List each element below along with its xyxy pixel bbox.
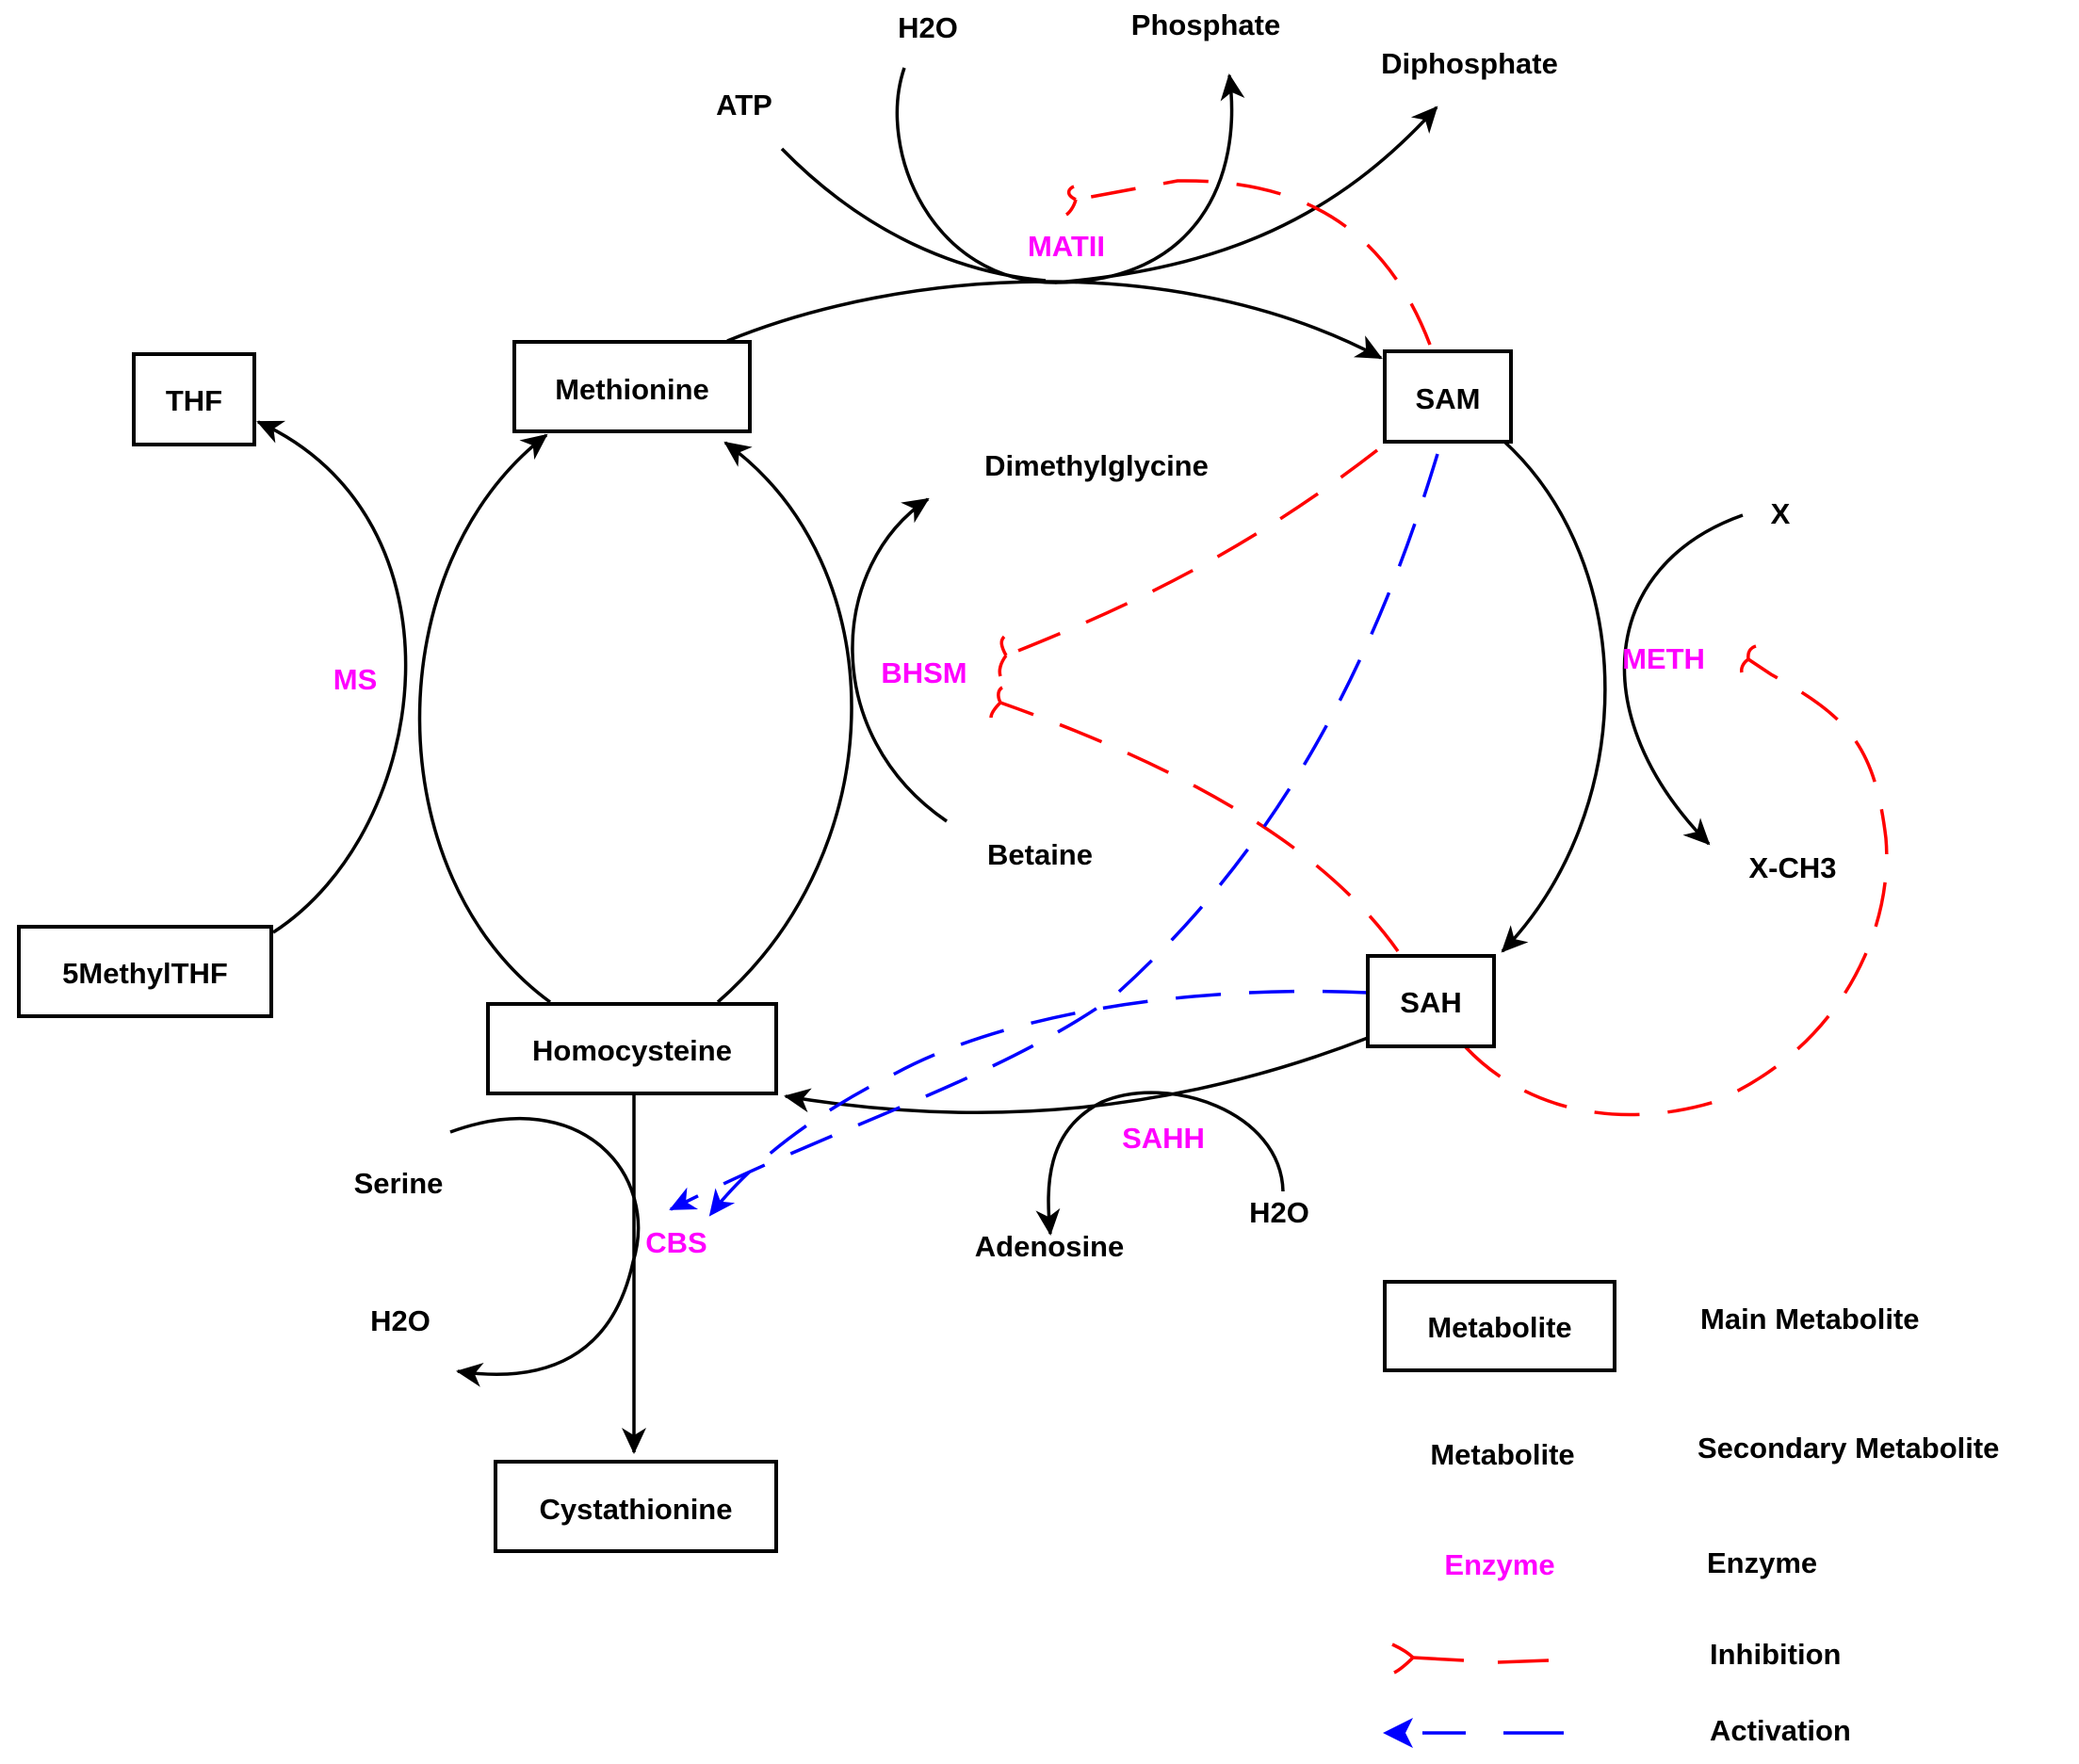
legend: Metabolite Main Metabolite Metabolite Se… xyxy=(1383,1280,1999,1748)
sam-label: SAM xyxy=(1416,382,1481,415)
inhibition-sah-to-meth xyxy=(1464,657,1889,1117)
enzyme-ms: MS xyxy=(333,663,378,696)
inhibition-tbar-bhsm-bottom xyxy=(989,686,1003,719)
enzyme-sahh: SAHH xyxy=(1122,1122,1205,1155)
legend-secondary-desc: Secondary Metabolite xyxy=(1697,1432,1999,1465)
legend-enzyme-sample: Enzyme xyxy=(1444,1548,1554,1581)
node-methylthf[interactable]: 5MethylTHF xyxy=(17,925,273,1018)
node-sah[interactable]: SAH xyxy=(1366,954,1496,1048)
legend-main-desc: Main Metabolite xyxy=(1700,1303,1920,1335)
homocysteine-label: Homocysteine xyxy=(532,1034,732,1067)
node-homocysteine[interactable]: Homocysteine xyxy=(486,1002,778,1095)
inhibition-tbar-bhsm-top xyxy=(998,635,1008,677)
activation-sah-to-cbs xyxy=(708,989,1369,1217)
reaction-to-diphosphate xyxy=(1054,105,1438,284)
reaction-atp-input xyxy=(780,147,1047,283)
adenosine-label: Adenosine xyxy=(975,1230,1124,1263)
reaction-methionine-to-sam xyxy=(726,280,1383,360)
node-sam[interactable]: SAM xyxy=(1383,349,1513,444)
diphosphate-label: Diphosphate xyxy=(1381,47,1558,80)
phosphate-label: Phosphate xyxy=(1131,8,1280,41)
enzyme-meth: METH xyxy=(1622,642,1705,675)
legend-main-sample: Metabolite xyxy=(1427,1311,1571,1344)
legend-activation-arrowhead xyxy=(1383,1718,1413,1748)
reaction-sah-to-homocysteine xyxy=(784,1036,1369,1115)
legend-inhibition-desc: Inhibition xyxy=(1710,1638,1841,1671)
node-thf[interactable]: THF xyxy=(132,352,256,446)
activation-sam-to-cbs xyxy=(669,453,1439,1211)
betaine-label: Betaine xyxy=(987,838,1093,871)
methionine-label: Methionine xyxy=(555,373,709,406)
inhibition-sah-to-bhsm xyxy=(999,701,1400,953)
x-label: X xyxy=(1771,497,1791,530)
methylthf-label: 5MethylTHF xyxy=(62,957,228,990)
legend-enzyme-desc: Enzyme xyxy=(1707,1546,1817,1579)
reaction-homocysteine-to-methionine-ms xyxy=(417,433,552,1004)
node-cystathionine[interactable]: Cystathionine xyxy=(494,1460,778,1553)
reaction-x-to-xch3 xyxy=(1622,513,1744,846)
inhibition-tbar-matii xyxy=(1064,185,1078,217)
dimethylglycine-label: Dimethylglycine xyxy=(984,449,1209,482)
h2o-top-label: H2O xyxy=(898,11,958,44)
cystathionine-label: Cystathionine xyxy=(540,1493,733,1526)
enzyme-cbs: CBS xyxy=(645,1226,707,1259)
legend-activation-desc: Activation xyxy=(1710,1714,1851,1747)
reaction-methylthf-to-thf xyxy=(256,420,408,934)
reaction-homocysteine-to-methionine-bhsm xyxy=(716,441,853,1004)
atp-label: ATP xyxy=(716,89,772,121)
x-ch3-label: X-CH3 xyxy=(1748,851,1836,884)
legend-inhibition-tbar xyxy=(1391,1643,1415,1675)
enzyme-bhsm: BHSM xyxy=(881,656,966,689)
enzyme-matii: MATII xyxy=(1028,230,1105,263)
thf-label: THF xyxy=(166,384,222,417)
reaction-sam-to-sah xyxy=(1501,439,1607,953)
legend-inhibition-line xyxy=(1412,1656,1550,1664)
serine-label: Serine xyxy=(354,1167,444,1200)
legend-main-sample-box xyxy=(1383,1280,1616,1372)
inhibition-sam-to-matii xyxy=(1075,179,1432,346)
legend-secondary-sample: Metabolite xyxy=(1430,1438,1574,1471)
inhibition-tbar-meth xyxy=(1740,644,1757,673)
reaction-betaine-to-dimethylglycine xyxy=(851,497,948,823)
reaction-h2o-to-adenosine xyxy=(1035,1091,1285,1236)
reaction-serine-to-h2o xyxy=(449,1116,641,1387)
h2o-left-label: H2O xyxy=(370,1304,430,1337)
sah-label: SAH xyxy=(1400,986,1461,1019)
h2o-bottom-label: H2O xyxy=(1249,1196,1309,1229)
inhibition-sam-to-bhsm xyxy=(1005,448,1379,657)
node-methionine[interactable]: Methionine xyxy=(512,340,752,433)
